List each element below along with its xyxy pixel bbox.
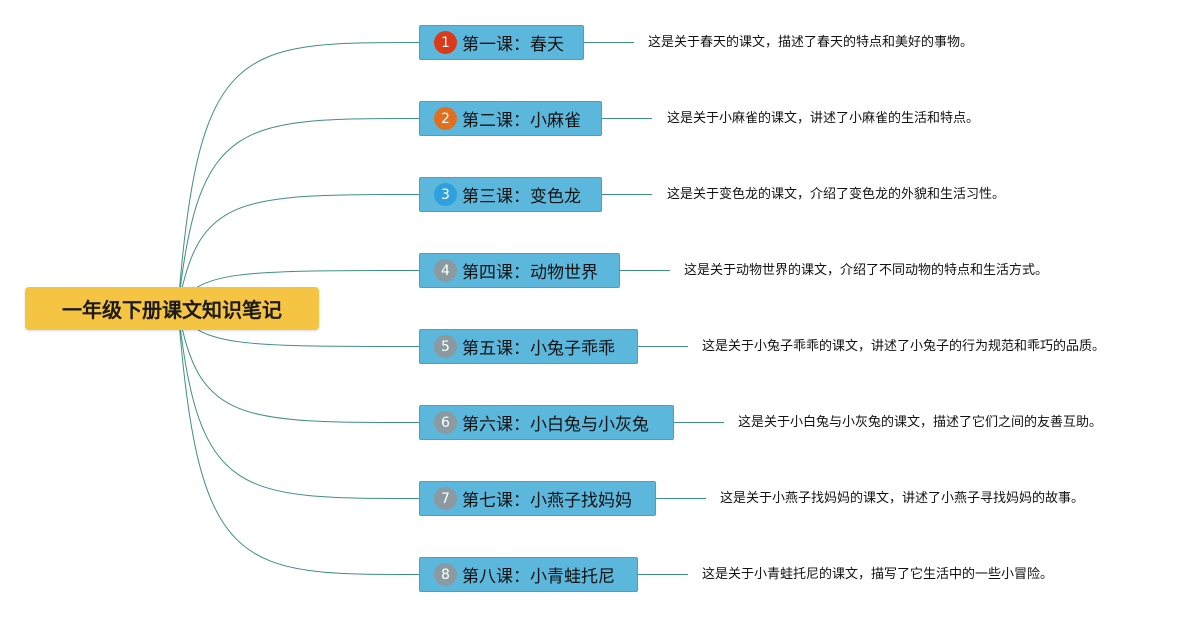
lesson-title: 第七课：小燕子找妈妈 <box>462 491 632 511</box>
branch-connector <box>177 307 420 499</box>
lesson-description[interactable]: 这是关于春天的课文，描述了春天的特点和美好的事物。 <box>648 34 974 50</box>
lesson-number-badge: 2 <box>434 107 457 130</box>
lesson-title: 第六课：小白兔与小灰兔 <box>462 415 649 435</box>
lesson-title: 第四课：动物世界 <box>462 263 598 283</box>
branch-connector <box>177 307 420 575</box>
lesson-description[interactable]: 这是关于小燕子找妈妈的课文，讲述了小燕子寻找妈妈的故事。 <box>720 490 1085 506</box>
lesson-number-badge: 6 <box>434 411 457 434</box>
branch-connector <box>177 42 420 309</box>
lesson-number-badge: 4 <box>434 259 457 282</box>
lesson-title: 第三课：变色龙 <box>462 187 581 207</box>
lesson-description[interactable]: 这是关于动物世界的课文，介绍了不同动物的特点和生活方式。 <box>684 262 1049 278</box>
lesson-number-badge: 8 <box>434 563 457 586</box>
branch-connector <box>177 307 420 423</box>
lesson-description[interactable]: 这是关于变色龙的课文，介绍了变色龙的外貌和生活习性。 <box>667 186 1006 202</box>
lesson-description[interactable]: 这是关于小白兔与小灰兔的课文，描述了它们之间的友善互助。 <box>738 414 1103 430</box>
lesson-number-badge: 3 <box>434 183 457 206</box>
lesson-description[interactable]: 这是关于小兔子乖乖的课文，讲述了小兔子的行为规范和乖巧的品质。 <box>702 338 1106 354</box>
lesson-number-badge: 5 <box>434 335 457 358</box>
lesson-title: 第五课：小兔子乖乖 <box>462 339 615 359</box>
lesson-number-badge: 7 <box>434 487 457 510</box>
lesson-description[interactable]: 这是关于小麻雀的课文，讲述了小麻雀的生活和特点。 <box>667 110 980 126</box>
lesson-title: 第二课：小麻雀 <box>462 111 581 131</box>
lesson-number-badge: 1 <box>434 31 457 54</box>
lesson-description[interactable]: 这是关于小青蛙托尼的课文，描写了它生活中的一些小冒险。 <box>702 566 1054 582</box>
root-topic[interactable]: 一年级下册课文知识笔记 <box>25 287 319 330</box>
lesson-title: 第一课：春天 <box>462 35 564 55</box>
branch-connector <box>177 194 420 309</box>
lesson-title: 第八课：小青蛙托尼 <box>462 567 615 587</box>
branch-connector <box>177 118 420 309</box>
root-topic-label: 一年级下册课文知识笔记 <box>62 298 282 322</box>
